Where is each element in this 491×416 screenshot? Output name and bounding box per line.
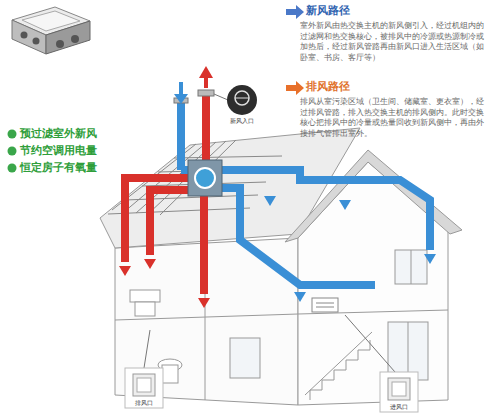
air-register <box>312 298 338 312</box>
callout-icon <box>235 91 249 105</box>
ventilation-unit-product <box>21 32 28 39</box>
bathroom-fixture <box>135 302 155 316</box>
window <box>411 250 412 284</box>
ventilation-unit-product <box>33 38 40 45</box>
blue-fresh-air-duct <box>181 100 430 285</box>
staircase <box>305 332 372 400</box>
fresh-air-path-note: 新风路径室外新风由热交换主机的新风侧引入，经过机组内的过滤网和热交换核心，被排风… <box>300 4 488 62</box>
path-heading: 新风路径 <box>300 4 488 18</box>
red-exhaust-duct <box>125 178 190 262</box>
staircase <box>305 332 372 395</box>
exhaust-vent-callout: 排风口 <box>125 368 163 408</box>
callout-label: 排风口 <box>135 399 153 408</box>
bullet-dot <box>8 130 17 139</box>
house-structure <box>285 150 462 242</box>
bullet-dot <box>8 164 17 173</box>
air-register <box>316 303 334 304</box>
blue-flow-arrow <box>174 94 188 104</box>
window <box>230 250 428 380</box>
blue-flow-arrow <box>294 292 306 302</box>
heat-exchange-unit <box>195 168 215 188</box>
bathroom-fixture <box>162 365 178 383</box>
air-register <box>312 298 338 312</box>
blue-fresh-air-duct <box>177 100 185 170</box>
path-arrow-icon <box>286 81 304 95</box>
bullet-dot <box>8 147 17 156</box>
chimney-cap <box>198 90 214 96</box>
red-flow-arrow <box>204 78 208 88</box>
path-description: 室外新风由热交换主机的新风侧引入，经过机组内的过滤网和热交换核心，被排风中的冷源… <box>300 20 488 62</box>
ventilation-unit-product <box>71 35 79 43</box>
house-structure <box>100 128 462 405</box>
callout-icon <box>388 378 410 400</box>
red-flow-arrow <box>199 66 213 78</box>
exhaust-path-note: 排风路径排风从室污染区域（卫生间、储藏室、更衣室），经过排风管路，排入热交换主机… <box>300 80 488 138</box>
feature-bullet-text: 恒定房子有氧量 <box>20 161 97 174</box>
blue-fresh-air-duct <box>222 170 430 250</box>
callout-icon <box>227 85 257 115</box>
callout-icon <box>392 382 406 396</box>
fresh-air-inlet-callout: 新风入口 <box>224 84 260 126</box>
red-exhaust-duct <box>150 190 190 255</box>
leader-line <box>345 315 395 372</box>
blue-flow-arrow <box>424 254 436 264</box>
blue-flow-arrow <box>339 200 351 210</box>
callout-icon <box>137 378 151 392</box>
leader-line <box>144 330 150 368</box>
heat-exchange-unit <box>188 160 222 196</box>
leader-line <box>214 94 228 100</box>
callout-icon <box>380 372 418 412</box>
window <box>395 250 427 284</box>
bullet-dot <box>8 130 17 173</box>
callout-label: 进风口 <box>390 403 408 412</box>
blue-flow-arrow <box>179 82 183 94</box>
red-exhaust-duct <box>202 95 210 160</box>
red-flow-arrow <box>119 66 213 308</box>
window <box>408 322 409 380</box>
roof-tiles <box>108 208 250 214</box>
supply-vent-callout: 进风口 <box>380 372 418 412</box>
callout-icon <box>133 374 155 396</box>
callout-label: 新风入口 <box>230 117 254 126</box>
ventilation-unit-product <box>56 40 64 48</box>
staircase <box>310 340 370 400</box>
path-heading: 排风路径 <box>300 80 488 94</box>
roof-tiles <box>174 156 282 158</box>
ventilation-unit-product <box>46 21 90 54</box>
path-arrow-icon <box>286 5 304 19</box>
ventilation-unit-product <box>12 20 46 54</box>
feature-bullet-text: 预过滤室外新风 <box>20 127 97 140</box>
blue-flow-arrow <box>264 196 276 206</box>
red-flow-arrow <box>119 266 131 276</box>
red-exhaust-duct <box>200 196 208 294</box>
red-flow-arrow <box>198 298 210 308</box>
callout-icon <box>125 368 163 408</box>
bathroom-fixture <box>130 290 160 302</box>
feature-bullet-text: 节约空调用电量 <box>20 144 97 157</box>
air-register <box>316 307 334 308</box>
path-description: 排风从室污染区域（卫生间、储藏室、更衣室），经过排风管路，排入热交换主机的排风侧… <box>300 96 488 138</box>
red-flow-arrow <box>144 259 156 269</box>
heat-exchange-unit <box>188 160 222 196</box>
callout-icon <box>235 98 249 99</box>
blue-fresh-air-duct <box>222 188 375 285</box>
callout-icon <box>125 85 418 412</box>
ventilation-unit-product <box>12 7 90 54</box>
window <box>230 338 260 378</box>
